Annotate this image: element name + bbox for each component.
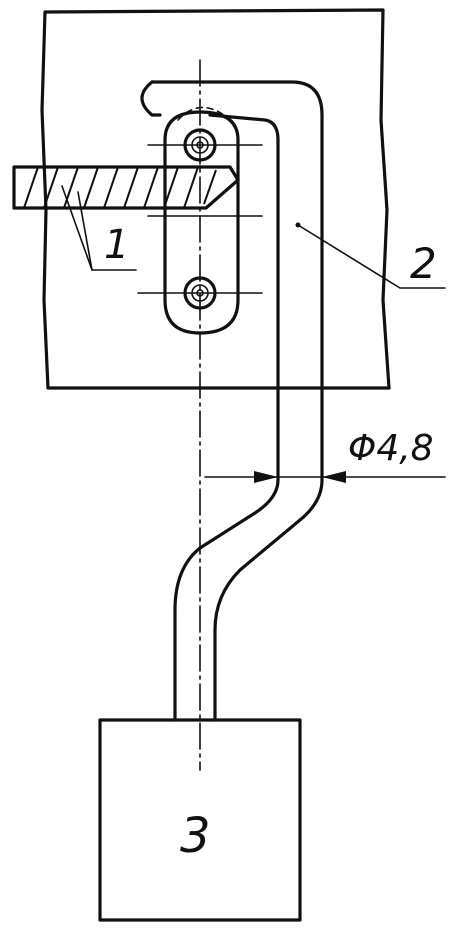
dimension-marker: [204, 471, 446, 483]
bracket-link: [137, 106, 263, 335]
mounting-panel: [40, 8, 391, 390]
leader-line-2: [297, 224, 446, 289]
dimension-label: Φ4,8: [348, 428, 434, 469]
label-part-1: 1: [104, 222, 129, 268]
label-part-2: 2: [410, 239, 437, 288]
weight-block: [98, 718, 302, 922]
label-part-3: 3: [180, 808, 211, 864]
hatched-plate: [12, 165, 240, 210]
wire-hook: [140, 80, 324, 722]
